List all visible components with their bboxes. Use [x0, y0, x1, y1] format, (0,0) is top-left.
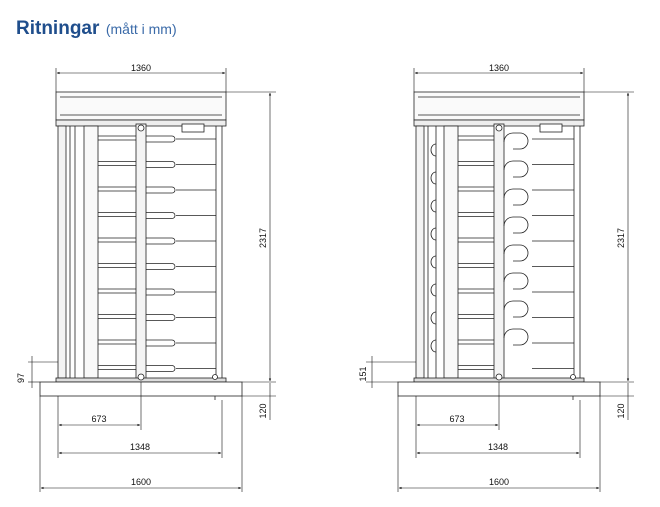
right-hook-arm [503, 216, 529, 234]
right-hook-arm [503, 160, 529, 178]
left-canopy [55, 91, 227, 121]
page-title: Ritningar [16, 18, 100, 39]
left-arm-rotor [146, 365, 176, 372]
left-dim-base-height: 120 [258, 403, 268, 418]
right-rotor-shaft [493, 123, 505, 381]
left-dim-half-width: 673 [91, 414, 106, 424]
left-dim-foot-height: 97 [16, 373, 26, 383]
right-dim-top-width: 1360 [489, 63, 509, 73]
right-turnstile-drawing [397, 91, 601, 400]
right-side-post [443, 125, 459, 379]
right-side-hook [430, 339, 437, 353]
left-dim-base-width: 1600 [131, 477, 151, 487]
right-canopy [413, 91, 585, 121]
left-side-post [57, 125, 67, 379]
left-arm-rotor [146, 263, 176, 270]
right-side-hook [430, 311, 437, 325]
left-dim-top-width: 1360 [131, 63, 151, 73]
left-arm-rotor [146, 339, 176, 347]
right-side-hook [430, 143, 437, 157]
page-heading: Ritningar (mått i mm) [16, 18, 177, 40]
right-side-hook [430, 199, 437, 213]
page-subtitle: (mått i mm) [105, 21, 177, 37]
right-side-hook [430, 255, 437, 269]
right-hook-arm [503, 300, 529, 318]
left-arm-rotor [146, 212, 176, 219]
left-arm-rotor [146, 186, 176, 194]
left-dimensions [28, 68, 276, 492]
left-arm-rotor [146, 314, 176, 321]
left-arm-rotor [146, 161, 176, 168]
right-side-hook [430, 283, 437, 297]
right-dim-half-width: 673 [449, 414, 464, 424]
left-rotor-shaft [135, 123, 147, 381]
right-dim-foot-height: 151 [358, 366, 368, 381]
right-dim-base-height: 120 [616, 403, 626, 418]
right-hook-arm [503, 328, 529, 346]
left-arm-rotor [146, 288, 176, 296]
right-dim-base-width: 1600 [489, 477, 509, 487]
left-dim-height: 2317 [258, 228, 268, 248]
right-hook-arm [503, 132, 529, 150]
left-turnstile-drawing [39, 91, 243, 400]
left-arm-rotor [146, 237, 176, 245]
right-hook-arm [503, 272, 529, 290]
right-dim-inner-width: 1348 [488, 442, 508, 452]
right-side-hook [430, 227, 437, 241]
left-dim-inner-width: 1348 [130, 442, 150, 452]
right-dim-height: 2317 [616, 228, 626, 248]
left-arm-rotor [146, 135, 176, 143]
right-hook-arm [503, 188, 529, 206]
right-dimensions [366, 68, 634, 492]
right-side-hook [430, 171, 437, 185]
right-hook-arm [503, 244, 529, 262]
